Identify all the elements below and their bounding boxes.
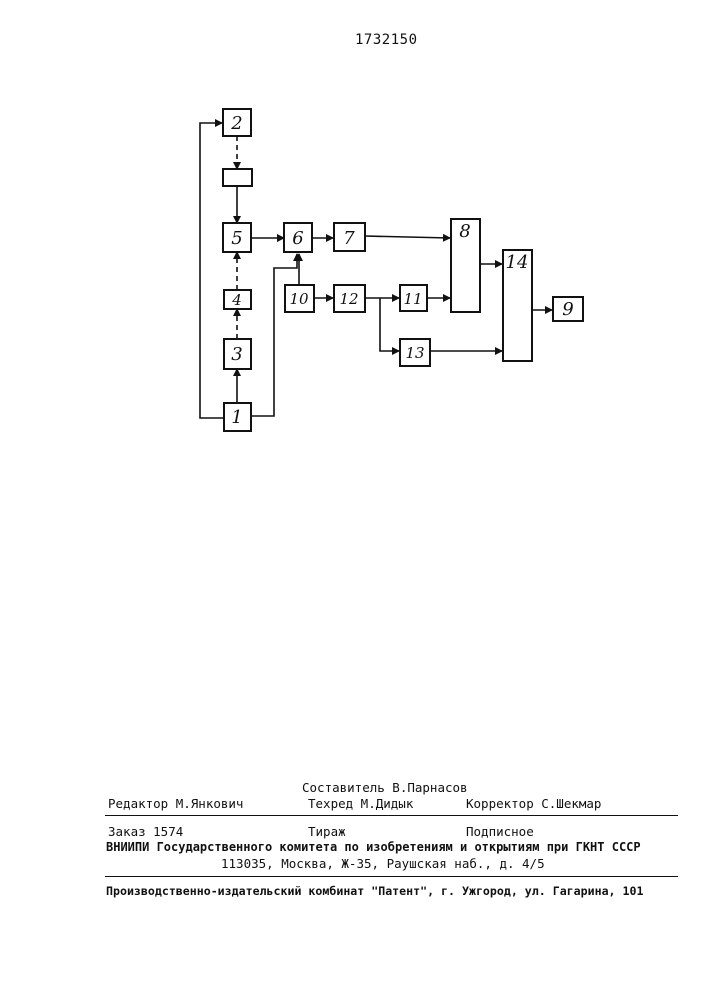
institute-line: ВНИИПИ Государственного комитета по изоб… xyxy=(106,840,641,854)
divider-top xyxy=(105,815,678,816)
circulation-line: Тираж xyxy=(308,824,346,839)
techred-line: Техред М.Дидык xyxy=(308,796,413,811)
editor-line: Редактор М.Янкович xyxy=(108,796,243,811)
compiler-line: Составитель В.Парнасов xyxy=(302,780,468,795)
corrector-line: Корректор С.Шекмар xyxy=(466,796,601,811)
address-line: 113035, Москва, Ж-35, Раушская наб., д. … xyxy=(221,856,545,871)
divider-bottom xyxy=(105,876,678,877)
subscription-line: Подписное xyxy=(466,824,534,839)
publisher-line: Производственно-издательский комбинат "П… xyxy=(106,884,643,898)
order-line: Заказ 1574 xyxy=(108,824,183,839)
